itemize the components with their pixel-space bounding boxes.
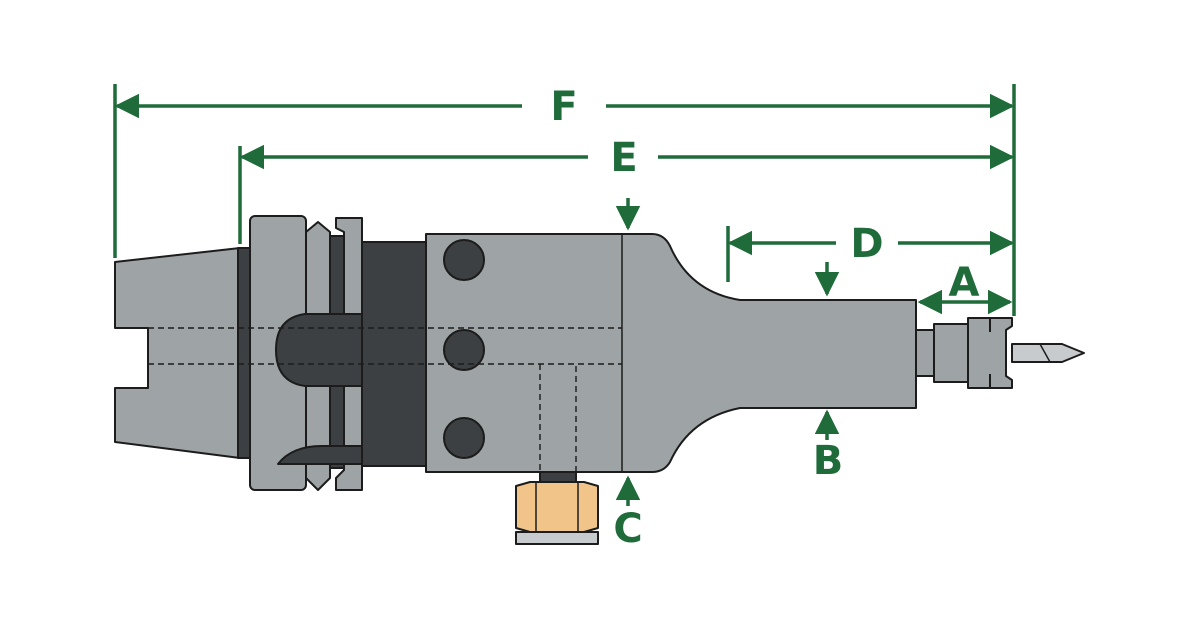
label-b: B xyxy=(813,438,844,484)
drive-key xyxy=(275,313,363,387)
dimension-labels: F E D A B C xyxy=(550,84,979,552)
label-d: D xyxy=(850,221,883,267)
adapter-section xyxy=(361,241,429,467)
tapered-shank xyxy=(114,247,241,459)
drill-flute xyxy=(1039,343,1051,363)
collet-neck xyxy=(933,323,971,383)
nut-washer xyxy=(515,531,599,545)
tool-holder xyxy=(114,215,1085,545)
label-f: F xyxy=(550,84,577,130)
groove-hook xyxy=(277,445,363,465)
dimension-lines xyxy=(113,84,1016,316)
label-a: A xyxy=(949,260,980,306)
drill-bit xyxy=(1011,343,1085,363)
pointer-arrows xyxy=(615,198,840,506)
main-housing xyxy=(425,233,917,473)
bolt-bottom xyxy=(443,417,485,459)
hidden-lines xyxy=(148,327,622,472)
hex-nut xyxy=(515,481,599,533)
label-c: C xyxy=(613,506,642,552)
collet-nut xyxy=(967,317,1013,389)
bolt-top xyxy=(443,239,485,281)
label-e: E xyxy=(610,135,637,181)
bolt-middle xyxy=(443,329,485,371)
